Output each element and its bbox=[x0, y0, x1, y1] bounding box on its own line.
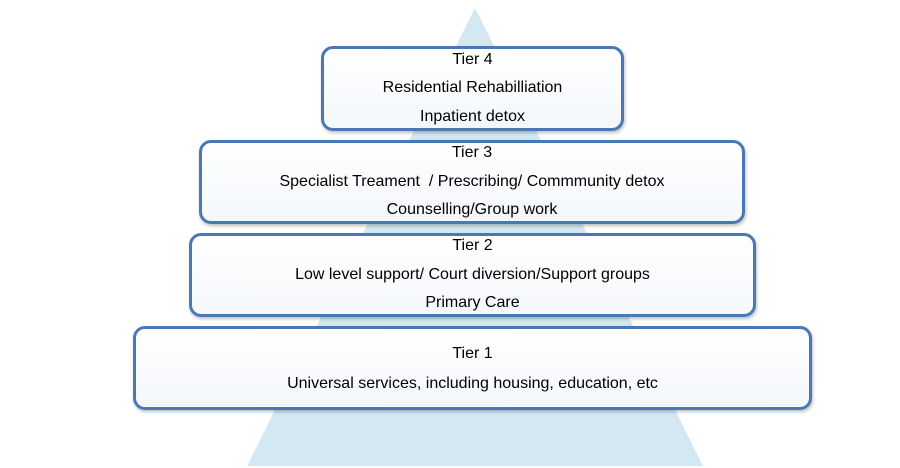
tier-4-title: Tier 4 bbox=[452, 50, 493, 68]
tier-1-title: Tier 1 bbox=[452, 345, 493, 362]
tier-2-line-2: Primary Care bbox=[425, 294, 520, 312]
tier-4-line-1: Residential Rehabilliation bbox=[382, 79, 563, 97]
tier-2-box: Tier 2 Low level support/ Court diversio… bbox=[189, 233, 756, 317]
tier-2-line-1: Low level support/ Court diversion/Suppo… bbox=[295, 265, 650, 283]
tier-4-line-2: Inpatient detox bbox=[420, 107, 525, 125]
tier-3-line-2: Counselling/Group work bbox=[386, 201, 558, 219]
tier-3-line-1: Specialist Treament / Prescribing/ Commm… bbox=[279, 172, 665, 190]
tier-3-box: Tier 3 Specialist Treament / Prescribing… bbox=[199, 140, 745, 224]
tier-1-box: Tier 1 Universal services, including hou… bbox=[133, 326, 812, 410]
tier-4-box: Tier 4 Residential Rehabilliation Inpati… bbox=[321, 46, 624, 131]
tier-3-title: Tier 3 bbox=[451, 144, 493, 162]
tier-2-title: Tier 2 bbox=[452, 237, 493, 255]
tier-1-line-1: Universal services, including housing, e… bbox=[287, 375, 658, 392]
